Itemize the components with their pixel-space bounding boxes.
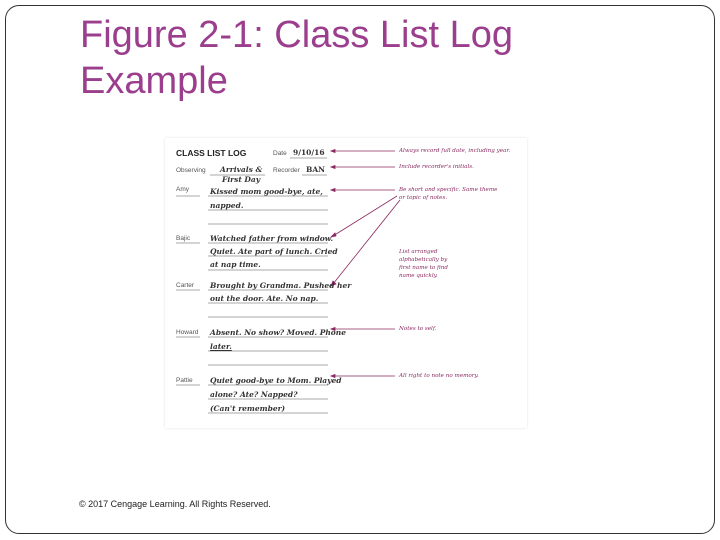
recorder-value: BAN xyxy=(306,165,326,174)
note-alpha-3: first name to find xyxy=(399,265,448,271)
note-short-1: Be short and specific. Same theme xyxy=(399,187,498,193)
note-short-2: or topic of notes. xyxy=(399,195,448,201)
observing-label: Observing xyxy=(176,167,206,174)
row-name: Howard xyxy=(176,329,199,336)
note-alpha-4: name quickly. xyxy=(399,273,438,279)
copyright: © 2017 Cengage Learning. All Rights Rese… xyxy=(79,499,271,509)
title-line-2: Example xyxy=(80,60,228,102)
note-recorder: Include recorder's initials. xyxy=(399,164,474,170)
row-note: Quiet. Ate part of lunch. Cried xyxy=(210,247,338,256)
row-name: Amy xyxy=(176,186,189,193)
recorder-label: Recorder xyxy=(273,167,300,174)
log-heading: CLASS LIST LOG xyxy=(176,148,247,158)
class-list-log-figure: CLASS LIST LOG Date 9/10/16 Observing Ar… xyxy=(165,138,527,428)
title-line-1: Figure 2-1: Class List Log xyxy=(80,14,513,56)
note-date: Always record full date, including year. xyxy=(399,148,511,154)
row-name: Bajic xyxy=(176,235,191,242)
row-name: Pattie xyxy=(176,377,193,384)
slide-title: Figure 2-1: Class List Log Example xyxy=(80,12,513,104)
row-name: Carter xyxy=(176,282,195,289)
note-memory: All right to note no memory. xyxy=(399,373,479,379)
row-note: at nap time. xyxy=(210,260,261,269)
date-label: Date xyxy=(273,150,287,157)
slide-frame xyxy=(5,5,715,534)
row-note: Absent. No show? Moved. Phone xyxy=(210,328,347,337)
figure-lines xyxy=(176,148,401,414)
row-note: Quiet good-bye to Mom. Played xyxy=(210,376,342,385)
date-value: 9/10/16 xyxy=(293,148,325,157)
note-alpha-2: alphabetically by xyxy=(399,257,448,263)
row-note: out the door. Ate. No nap. xyxy=(210,294,319,303)
row-note: (Can't remember) xyxy=(210,404,286,413)
row-note: Kissed mom good-bye, ate, xyxy=(210,187,323,196)
annotation-arrows xyxy=(329,148,401,379)
writing-lines xyxy=(176,157,328,414)
row-note: later. xyxy=(210,342,232,351)
row-note: napped. xyxy=(210,201,244,210)
row-note: Brought by Grandma. Pushed her xyxy=(210,281,352,290)
row-note: Watched father from window. xyxy=(210,234,334,243)
observing-value-1: Arrivals & xyxy=(220,165,263,174)
observing-value-2: First Day xyxy=(222,175,261,184)
row-note: alone? Ate? Napped? xyxy=(210,390,298,399)
note-alpha-1: List arranged xyxy=(399,249,438,255)
note-self: Notes to self. xyxy=(399,326,437,332)
